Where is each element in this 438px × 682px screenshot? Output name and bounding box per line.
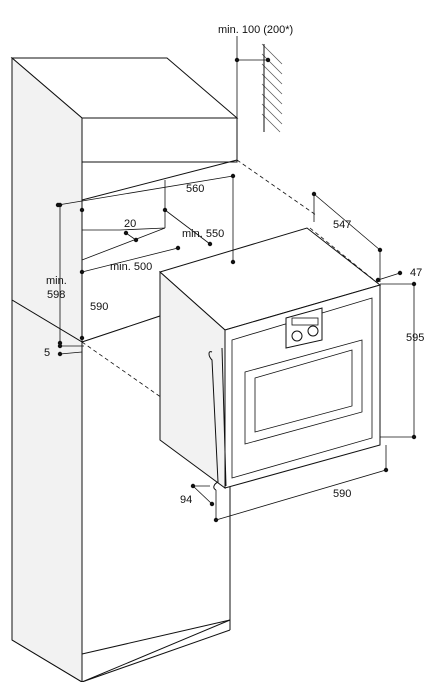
dim-front-47: 47: [375, 267, 422, 283]
front-47-label: 47: [410, 267, 422, 279]
dim-clearance-500: min. 500: [79, 245, 181, 275]
ventilation-label: min. 100 (200*): [218, 24, 293, 36]
niche-height-line2: 598: [47, 289, 65, 301]
dim-width-590: 590: [213, 445, 389, 523]
dim-clearance-550: min. 550 20: [123, 207, 224, 247]
ventilation-dimension: min. 100 (200*): [218, 24, 293, 130]
inner-590-label: 590: [90, 301, 108, 313]
clearance-550-label: min. 550: [182, 228, 224, 240]
niche-width-label: 560: [186, 183, 204, 195]
door-94-label: 94: [180, 494, 192, 506]
dim-door-94: 94: [180, 483, 215, 507]
height-595-label: 595: [406, 332, 424, 344]
dim-20-label: 20: [124, 218, 136, 230]
dim-gap-5: 5: [44, 343, 84, 359]
dim-niche-height: min. 598: [46, 202, 67, 346]
width-590-label: 590: [333, 488, 351, 500]
gap-5-label: 5: [44, 347, 50, 359]
niche-height-line1: min.: [46, 275, 67, 287]
dim-inner-height: 590: [79, 207, 108, 341]
left-knob-icon: [291, 330, 303, 342]
tall-cabinet: [10, 56, 239, 682]
dim-oven-depth: 547: [311, 191, 383, 282]
right-knob-icon: [307, 325, 319, 337]
clearance-500-label: min. 500: [110, 261, 152, 273]
oven: [158, 227, 382, 491]
dim-height-595: 595: [380, 281, 424, 440]
wall-hatch: [261, 43, 283, 133]
oven-depth-label: 547: [333, 219, 351, 231]
dim-niche-width: 560: [55, 173, 236, 265]
